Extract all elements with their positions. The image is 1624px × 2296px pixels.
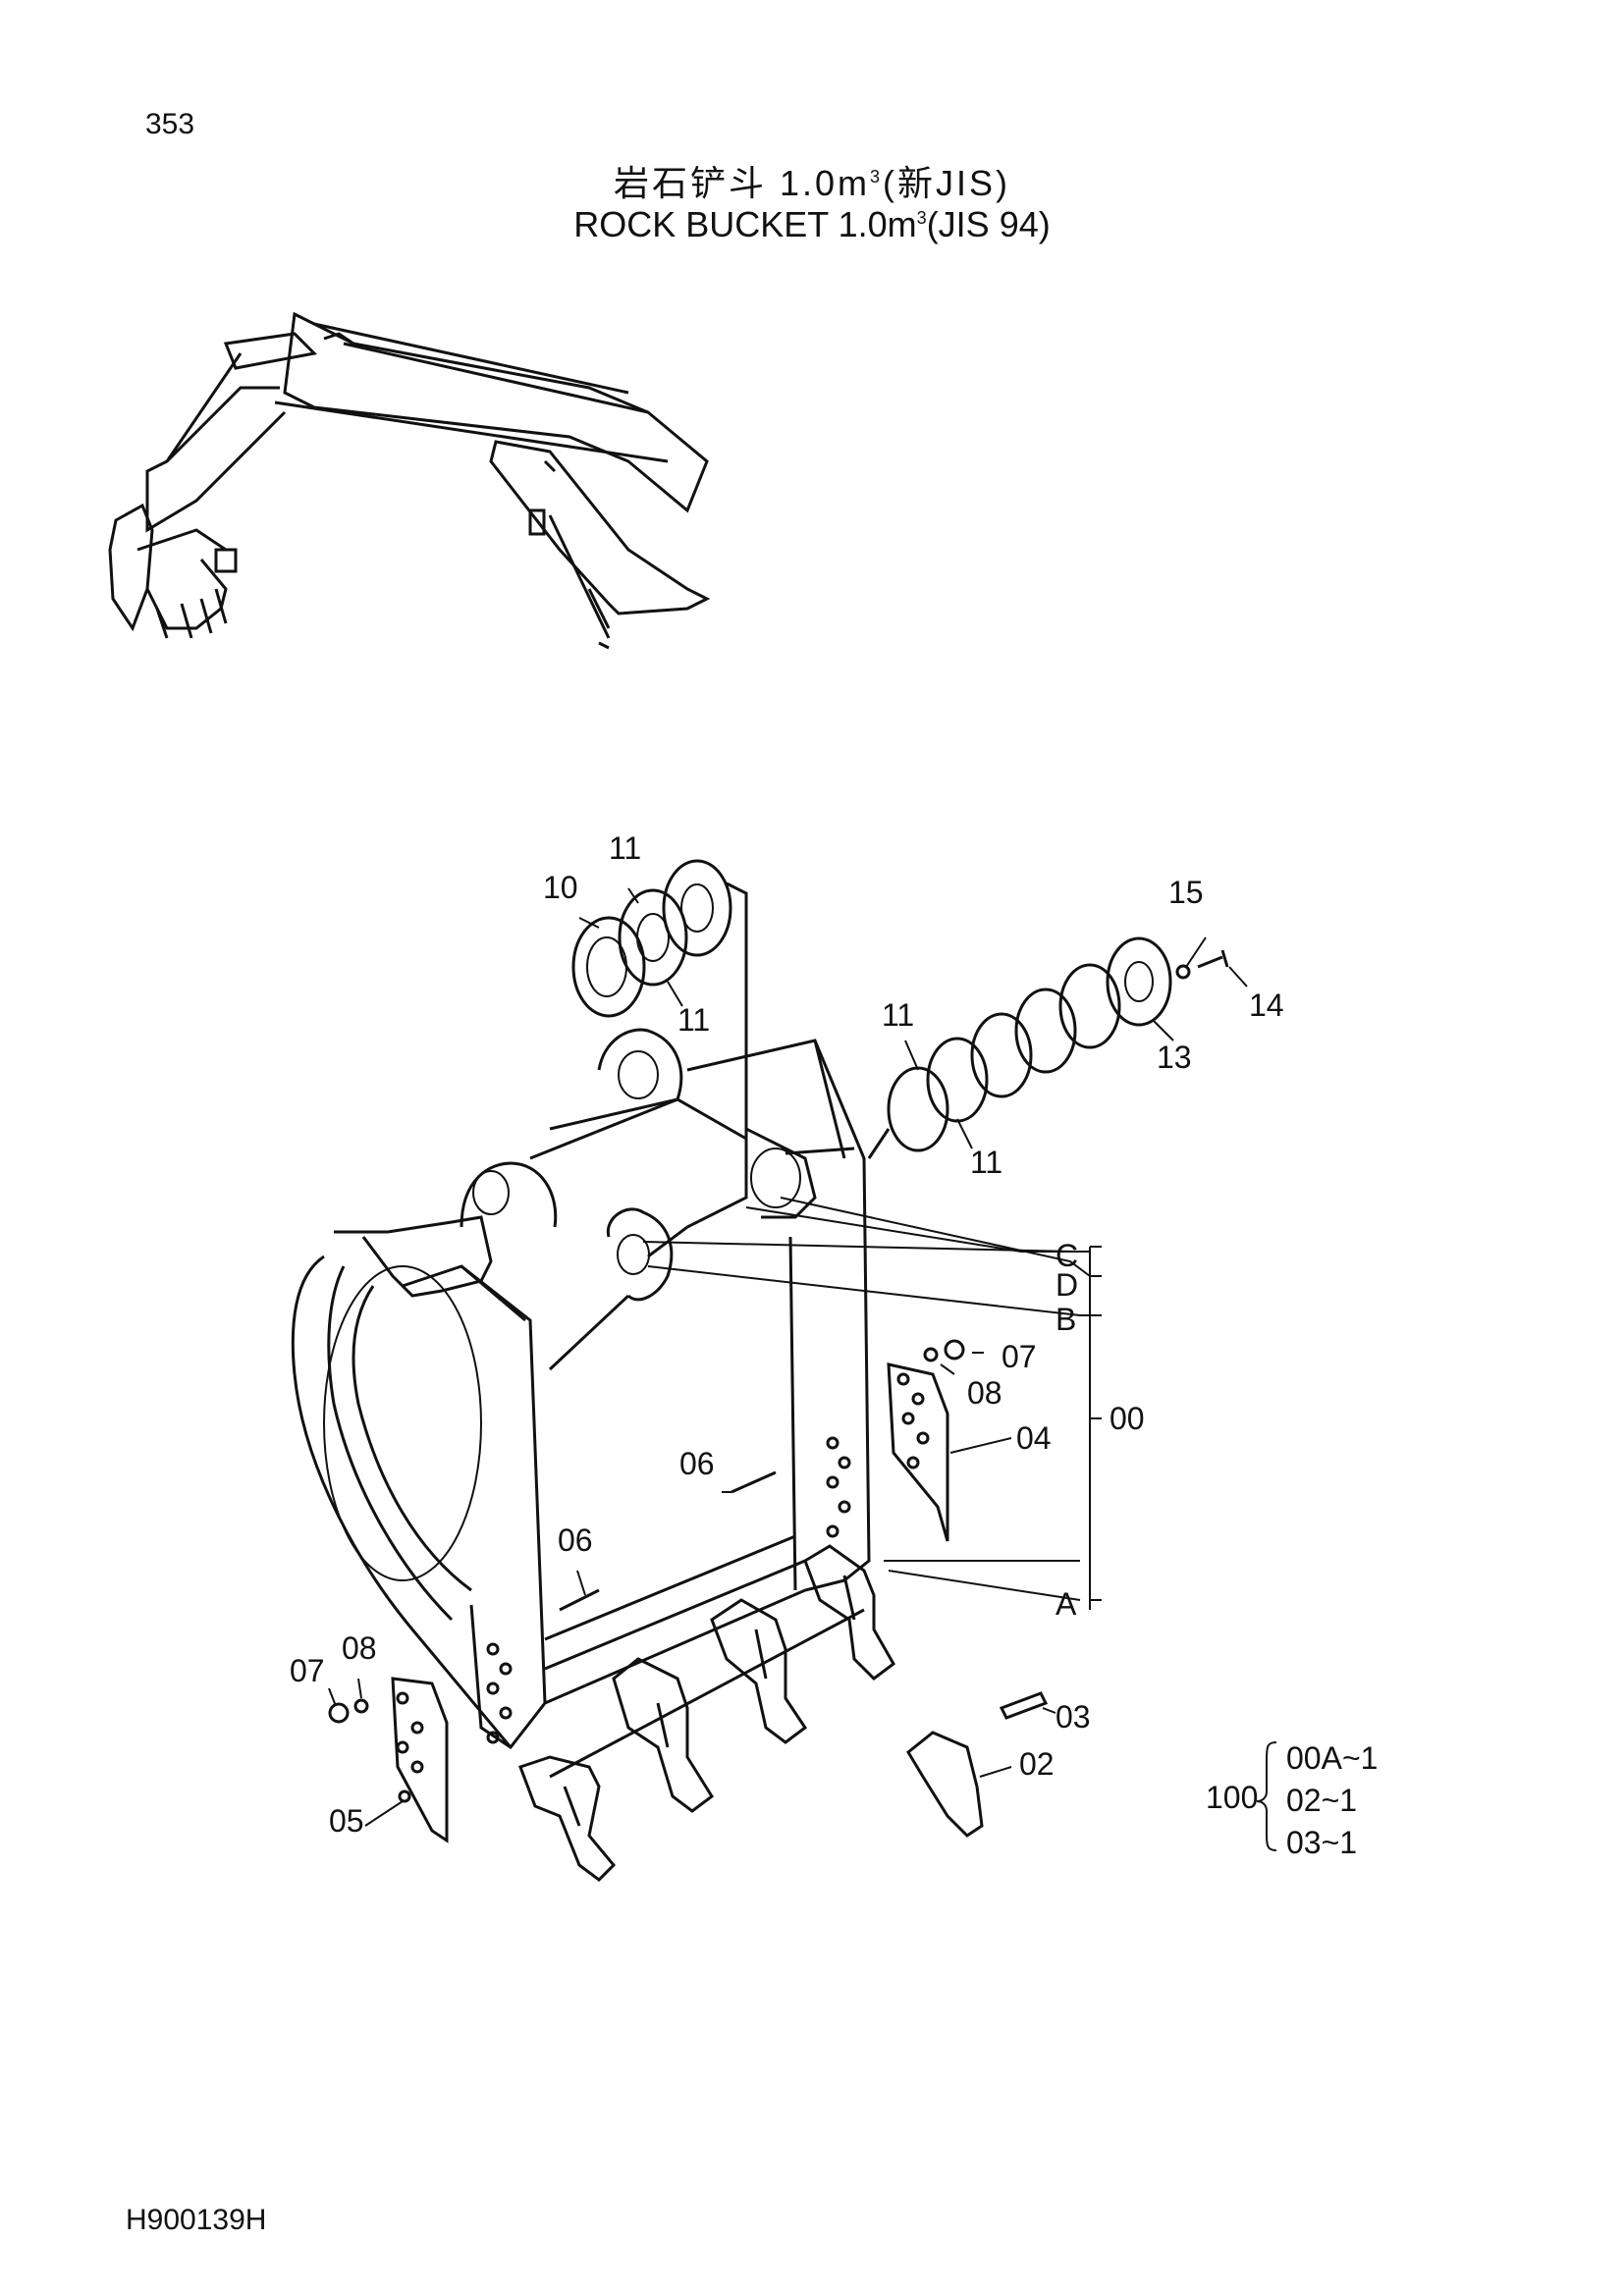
kit-item-3: 03~1 <box>1286 1825 1357 1860</box>
title-en-superscript: 3 <box>916 208 927 228</box>
side-cutter-05 <box>391 1677 449 1843</box>
callout-11-right-top: 11 <box>882 997 914 1033</box>
bolt-06-b <box>559 1588 600 1612</box>
title-cn-superscript: 3 <box>870 167 884 187</box>
callout-04: 04 <box>1016 1420 1052 1456</box>
title-cn-suffix: (新JIS) <box>883 163 1011 203</box>
nut-07-b <box>328 1702 350 1724</box>
nut-07-a <box>944 1339 965 1361</box>
callout-D: D <box>1056 1267 1078 1303</box>
callout-07-right: 07 <box>1001 1339 1037 1374</box>
callout-10: 10 <box>543 870 578 905</box>
excavator-arm-illustration <box>108 311 711 650</box>
bolt-14 <box>1197 949 1229 969</box>
bucket-illustration <box>291 1028 895 1882</box>
washer-08-b <box>353 1698 369 1714</box>
side-cutter-04 <box>887 1362 949 1542</box>
page-number: 353 <box>145 108 195 140</box>
callout-A: A <box>1056 1586 1077 1622</box>
callout-02: 02 <box>1019 1746 1055 1782</box>
callout-C: C <box>1056 1238 1078 1273</box>
callout-00: 00 <box>1110 1401 1145 1436</box>
shim-11-b <box>662 859 732 957</box>
title-en-suffix: (JIS 94) <box>926 204 1051 244</box>
pin-03 <box>999 1691 1049 1720</box>
callout-03: 03 <box>1056 1699 1091 1735</box>
title-english: ROCK BUCKET 1.0m3(JIS 94) <box>0 204 1624 245</box>
seal-ring-10 <box>571 916 646 1018</box>
callout-14: 14 <box>1249 988 1284 1023</box>
tooth-02 <box>906 1731 984 1838</box>
kit-brace <box>1256 1741 1277 1851</box>
callout-08-left: 08 <box>342 1630 377 1666</box>
kit-label: 100 <box>1206 1780 1258 1815</box>
callout-B: B <box>1056 1302 1076 1337</box>
bolt-06-a <box>731 1470 777 1494</box>
shim-11-a <box>618 888 688 987</box>
exploded-washers <box>328 859 1229 1843</box>
kit-group: 100 00A~1 02~1 03~1 <box>1206 1740 1378 1860</box>
callout-labels: 10 11 11 11 11 15 14 13 C D B A 00 07 08… <box>290 830 1284 1839</box>
callout-15: 15 <box>1168 875 1204 910</box>
shim-11-c <box>887 1066 949 1152</box>
kit-item-2: 02~1 <box>1286 1783 1357 1818</box>
callout-07-left: 07 <box>290 1653 325 1688</box>
document-code: H900139H <box>126 2204 267 2236</box>
title-en-main: ROCK BUCKET 1.0m <box>573 204 917 244</box>
leader-lines <box>328 887 1248 1827</box>
callout-13: 13 <box>1157 1040 1192 1075</box>
washer-08-a <box>923 1347 939 1362</box>
title-cn-main: 岩石铲斗 1.0m <box>613 163 871 203</box>
kit-item-1: 00A~1 <box>1286 1740 1378 1776</box>
plate-13 <box>1106 936 1172 1027</box>
callout-08-right: 08 <box>967 1375 1002 1411</box>
title-chinese: 岩石铲斗 1.0m3(新JIS) <box>0 155 1624 206</box>
callout-11-top: 11 <box>609 830 641 866</box>
callout-06-upper: 06 <box>679 1446 715 1481</box>
washer-15 <box>1175 964 1191 980</box>
callout-11-below: 11 <box>677 1002 710 1038</box>
callout-11-right-bottom: 11 <box>970 1145 1002 1180</box>
callout-05: 05 <box>329 1803 364 1839</box>
callout-06-lower: 06 <box>558 1522 593 1558</box>
